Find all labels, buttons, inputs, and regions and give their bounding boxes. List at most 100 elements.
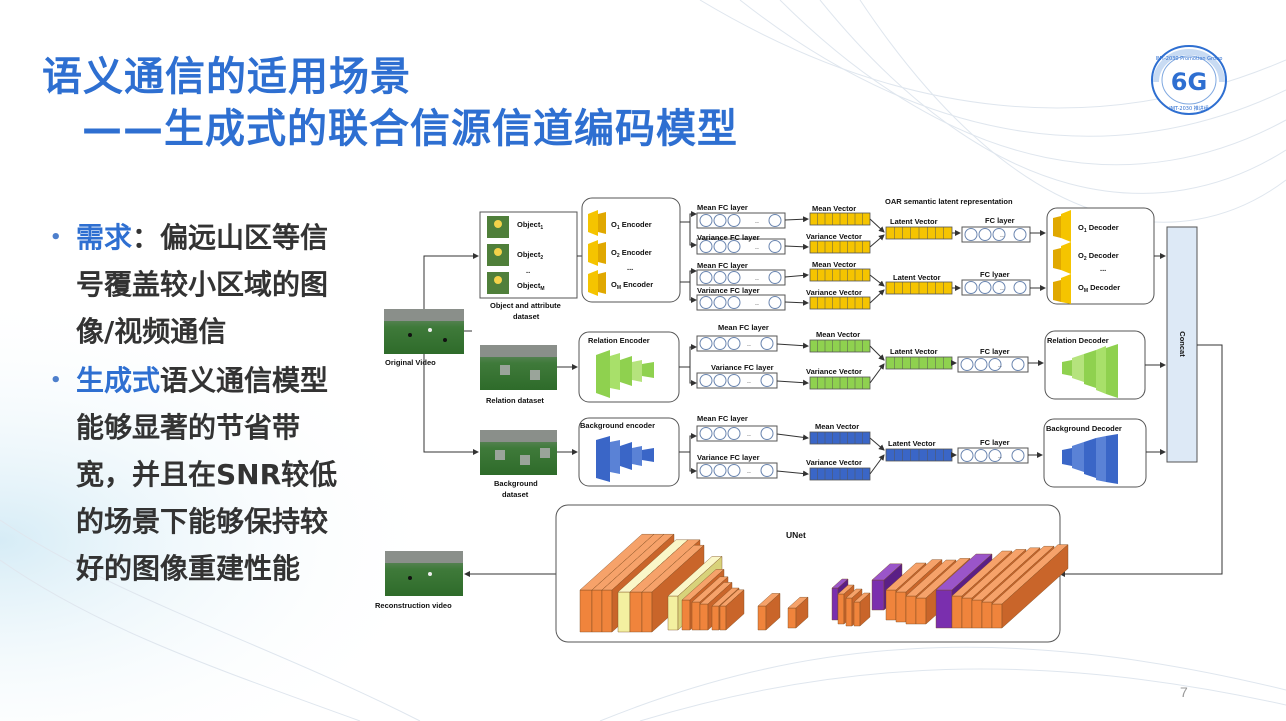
fc-layer-1-node <box>978 228 992 241</box>
unet-block <box>725 589 745 631</box>
fc-layer-4-dots: .. <box>998 453 1002 460</box>
svg-text:Object2: Object2 <box>517 250 543 261</box>
mean-fc-4-dots: .. <box>747 431 751 438</box>
fc-layer-label-1: FC layer <box>985 216 1015 225</box>
connector-line <box>869 454 885 475</box>
slide-title-line1: 语义通信的适用场景 <box>42 54 411 100</box>
unet-block <box>691 601 701 631</box>
mean-fc-label-4: Mean FC layer <box>697 414 748 423</box>
svg-text:O2 Encoder: O2 Encoder <box>611 248 652 259</box>
svg-text:OM Decoder: OM Decoder <box>1078 283 1120 294</box>
connector-line <box>776 470 809 477</box>
fc-layer-1-node <box>1013 228 1027 241</box>
mean-fc-3-node <box>760 337 774 350</box>
variance-fc-2-node <box>713 296 727 309</box>
variance-fc-4-node <box>760 464 774 477</box>
variance-fc-1-node <box>768 240 782 253</box>
o2-decoder-label: Decoder <box>1087 251 1119 260</box>
variance-fc-2-node <box>768 296 782 309</box>
page-number: 7 <box>1180 684 1188 700</box>
unet-block <box>871 579 885 611</box>
fc-layer-3-node <box>960 358 974 371</box>
fc-layer-label-4: FC layer <box>980 438 1010 447</box>
connector-line <box>776 379 809 386</box>
unet-block <box>757 605 767 631</box>
mean-fc-2-dots: .. <box>755 275 759 282</box>
logo-ring-bottom: IMT-2030 推进组 <box>1169 105 1209 112</box>
object-m-label: Object <box>517 281 541 290</box>
fc-layer-2-node <box>1013 281 1027 294</box>
oar-caption: OAR semantic latent representation <box>885 197 1013 206</box>
bullet-dot-icon: • <box>50 227 62 248</box>
connector-line <box>869 363 885 384</box>
input-connectors <box>423 253 582 455</box>
mean-fc-2-node <box>699 271 713 284</box>
variance-fc-label-4: Variance FC layer <box>697 453 760 462</box>
unet-block <box>981 601 993 629</box>
concat-label: Concat <box>1178 331 1187 357</box>
object-1-label: Object <box>517 220 541 229</box>
unet-block <box>699 603 709 631</box>
branch-connectors <box>679 211 697 474</box>
variance-vector-label-4: Variance Vector <box>806 458 862 467</box>
object-decoder-icons <box>1053 210 1071 304</box>
mean-vector-label-1: Mean Vector <box>812 204 856 213</box>
decoder-dots: ... <box>1100 264 1106 273</box>
connector-line <box>869 234 885 248</box>
background-decoder-label: Background Decoder <box>1046 424 1122 433</box>
mean-fc-2-node <box>713 271 727 284</box>
object-dataset-label-1: Object and attribute <box>490 301 561 310</box>
unet-block <box>853 601 861 627</box>
unet-block <box>765 592 781 631</box>
unet-block <box>1001 544 1069 629</box>
fc-layer-4-node <box>960 449 974 462</box>
object-encoder-icons <box>588 210 606 296</box>
unet-block <box>667 595 679 631</box>
mean-fc-4-node <box>699 427 713 440</box>
unet-block <box>831 587 839 621</box>
unet-block <box>885 589 897 621</box>
latent-vector-label-3: Latent Vector <box>890 347 938 356</box>
connector-line <box>776 342 809 349</box>
variance-fc-1-dots: .. <box>755 244 759 251</box>
unet-block <box>991 603 1003 629</box>
reconstruction-video-label: Reconstruction video <box>375 601 452 610</box>
concat-connectors <box>464 253 1223 577</box>
bullet-text: 语义通信模型能够显著的节省带宽，并且在SNR较低的场景下能够保持较好的图像重建性… <box>76 364 338 585</box>
variance-fc-2-node <box>727 296 741 309</box>
mean-fc-4-node <box>713 427 727 440</box>
unet-block <box>711 605 720 631</box>
svg-text:O1 Decoder: O1 Decoder <box>1078 223 1119 234</box>
connector-line <box>869 437 885 451</box>
mean-fc-label-1: Mean FC layer <box>697 203 748 212</box>
fc-node-groups: ........................ <box>696 212 1046 481</box>
connector-line <box>784 299 809 306</box>
mean-fc-1-node <box>768 214 782 227</box>
om-decoder-label: Decoder <box>1088 283 1120 292</box>
svg-text:O1 Encoder: O1 Encoder <box>611 220 652 231</box>
bullet-item-requirement: • 需求：偏远山区等信号覆盖较小区域的图像/视频通信 <box>50 214 350 355</box>
fc-layer-label-2: FC lyaer <box>980 270 1010 279</box>
svg-text:Object1: Object1 <box>517 220 543 231</box>
fc-layer-3-node <box>974 358 988 371</box>
reconstruction-video-frame <box>385 551 463 596</box>
unet-label: UNet <box>786 530 806 540</box>
object-encoder-box <box>581 197 681 303</box>
object-dataset-label-2: dataset <box>513 312 540 321</box>
o2-encoder-label: Encoder <box>620 248 652 257</box>
latent-vector-label-1: Latent Vector <box>890 217 938 226</box>
fc-layer-2-node <box>964 281 978 294</box>
variance-fc-3-dots: .. <box>747 378 751 385</box>
svg-text:O2 Decoder: O2 Decoder <box>1078 251 1119 262</box>
bullet-list: • 需求：偏远山区等信号覆盖较小区域的图像/视频通信 • 生成式语义通信模型能够… <box>50 214 350 592</box>
variance-fc-label-1: Variance FC layer <box>697 233 760 242</box>
background-decoder-icon <box>1062 434 1118 484</box>
fc-layer-1-node <box>964 228 978 241</box>
latent-vector-label-2: Latent Vector <box>893 273 941 282</box>
variance-fc-1-node <box>727 240 741 253</box>
original-video-frame <box>384 309 464 354</box>
connector-line <box>869 274 885 287</box>
unet-block <box>579 589 593 633</box>
latent-vector-label-4: Latent Vector <box>888 439 936 448</box>
